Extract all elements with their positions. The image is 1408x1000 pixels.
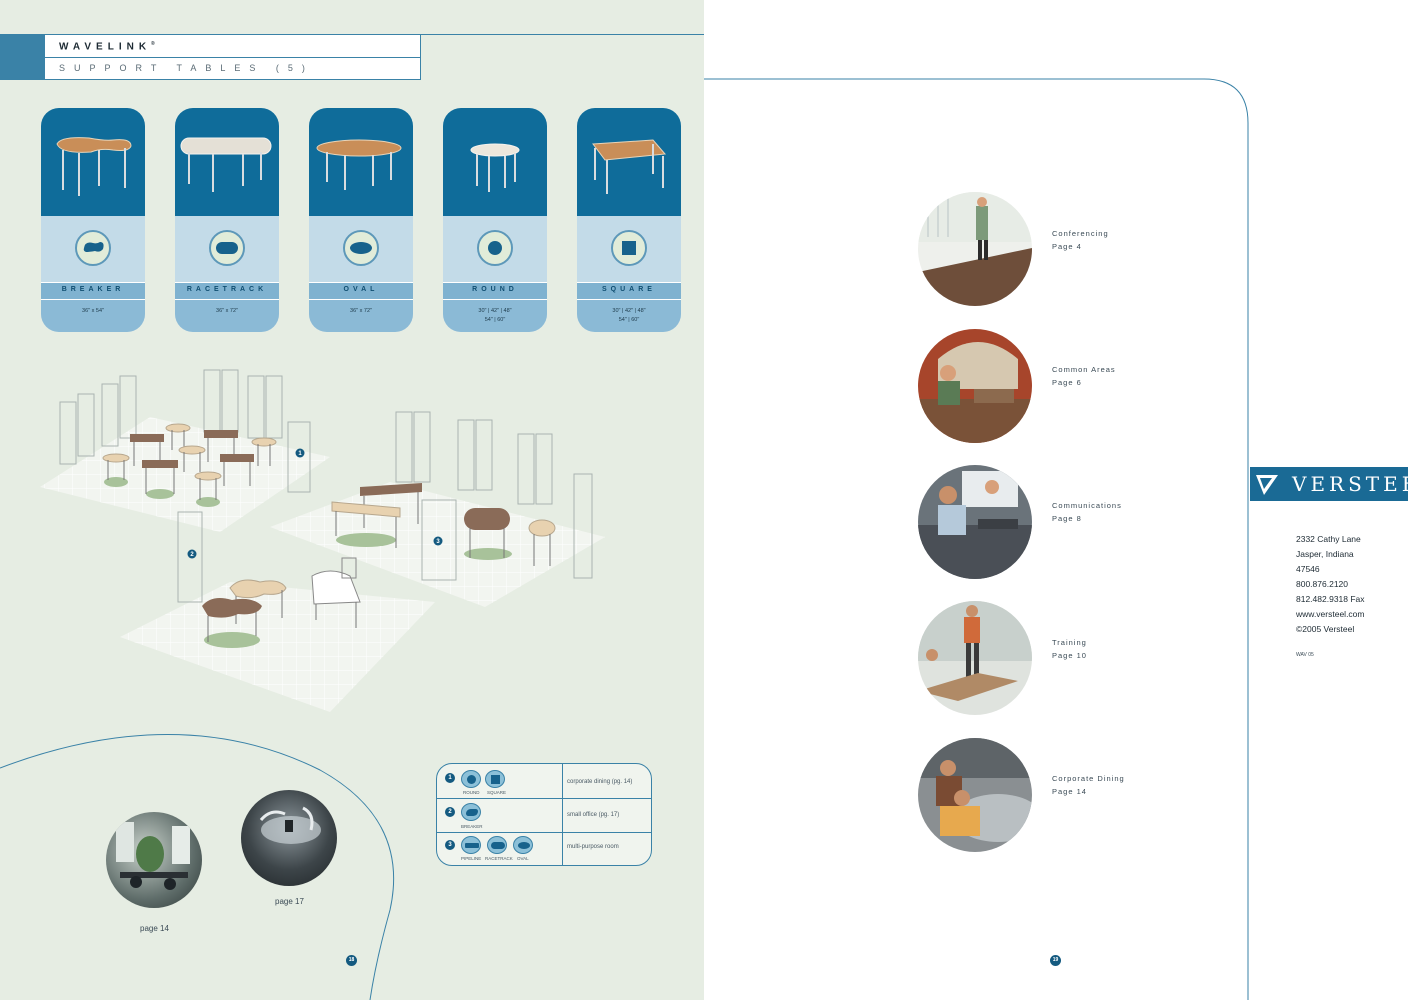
scene-common-areas: [918, 329, 1032, 443]
card-name: SQUARE: [602, 286, 656, 293]
card-dims: 36" x 72": [216, 308, 238, 314]
page-number-right: 19: [1050, 955, 1061, 966]
scene-training: [918, 601, 1032, 715]
card-dims: 36" x 72": [350, 308, 372, 314]
legend-table: 1 ROUND SQUARE corporate dining (pg. 14)…: [436, 763, 652, 866]
pipeline-icon: [461, 836, 481, 854]
versteel-logo-text: VERSTEEL: [1292, 472, 1408, 496]
breaker-icon: [461, 803, 481, 821]
round-table-illustration: [470, 143, 520, 192]
square-table-illustration: [592, 139, 667, 194]
oval-icon: [513, 836, 533, 854]
card-breaker: BREAKER 36" x 54": [41, 108, 145, 332]
card-name: BREAKER: [61, 286, 125, 293]
card-name: OVAL: [343, 286, 379, 293]
breaker-table-illustration: [56, 137, 132, 196]
legend-num-3: 3: [445, 840, 455, 850]
legend-label: OVAL: [517, 856, 529, 861]
plan-marker-2: 2: [190, 552, 194, 558]
square-icon: [485, 770, 505, 788]
header-box: WAVELINK® SUPPORT TABLES (5): [45, 34, 421, 80]
address-block: 2332 Cathy Lane Jasper, Indiana 47546 80…: [1296, 534, 1365, 634]
legend-desc-3: multi-purpose room: [567, 844, 619, 850]
versteel-logo-icon: [1250, 467, 1284, 501]
website-link[interactable]: www.versteel.com: [1296, 609, 1365, 619]
scene-communications: [918, 465, 1032, 579]
legend-label: RACETRACK: [485, 856, 513, 861]
plan-marker-1: 1: [298, 451, 302, 457]
page-number-left: 18: [346, 955, 357, 966]
photo-dining: [106, 812, 202, 908]
card-dims: 36" x 54": [82, 308, 104, 314]
card-name: ROUND: [472, 286, 518, 293]
catalog-code: WAV 05: [1296, 652, 1314, 658]
racetrack-icon: [487, 836, 507, 854]
legend-num-1: 1: [445, 773, 455, 783]
card-oval: OVAL 36" x 72": [309, 108, 413, 332]
legend-desc-2: small office (pg. 17): [567, 812, 620, 818]
decorative-curve: [0, 734, 395, 1000]
legend-label: PIPELINE: [461, 856, 482, 861]
scene-corporate-dining: [918, 738, 1032, 852]
racetrack-table-illustration: [180, 137, 272, 192]
card-dims: 30" | 42" | 48"54" | 60": [478, 308, 512, 323]
legend-label: ROUND: [463, 790, 480, 795]
legend-label: BREAKER: [461, 824, 483, 829]
photo-office: [241, 790, 337, 886]
page-border: [704, 78, 1249, 1000]
legend-num-2: 2: [445, 807, 455, 817]
floor-plan-illustration: 1 2 3: [40, 369, 605, 712]
photo-caption-page14: page 14: [140, 924, 169, 933]
plan-marker-3: 3: [436, 539, 440, 545]
photo-caption-page17: page 17: [275, 897, 304, 906]
card-name: RACETRACK: [186, 286, 268, 293]
header-title: WAVELINK®: [59, 41, 160, 53]
legend-desc-1: corporate dining (pg. 14): [567, 779, 633, 785]
card-square: SQUARE 30" | 42" | 48"54" | 60": [577, 108, 681, 332]
card-dims: 30" | 42" | 48"54" | 60": [612, 308, 646, 323]
header-subtitle: SUPPORT TABLES (5): [59, 63, 314, 73]
card-round: ROUND 30" | 42" | 48"54" | 60": [443, 108, 547, 332]
header-tab: [0, 34, 45, 80]
scene-conferencing: [918, 192, 1032, 306]
round-icon: [461, 770, 481, 788]
left-page: WAVELINK® SUPPORT TABLES (5) BREAKER 36"…: [0, 0, 704, 1000]
oval-table-illustration: [316, 139, 402, 190]
card-racetrack: RACETRACK 36" x 72": [175, 108, 279, 332]
legend-label: SQUARE: [487, 790, 507, 795]
